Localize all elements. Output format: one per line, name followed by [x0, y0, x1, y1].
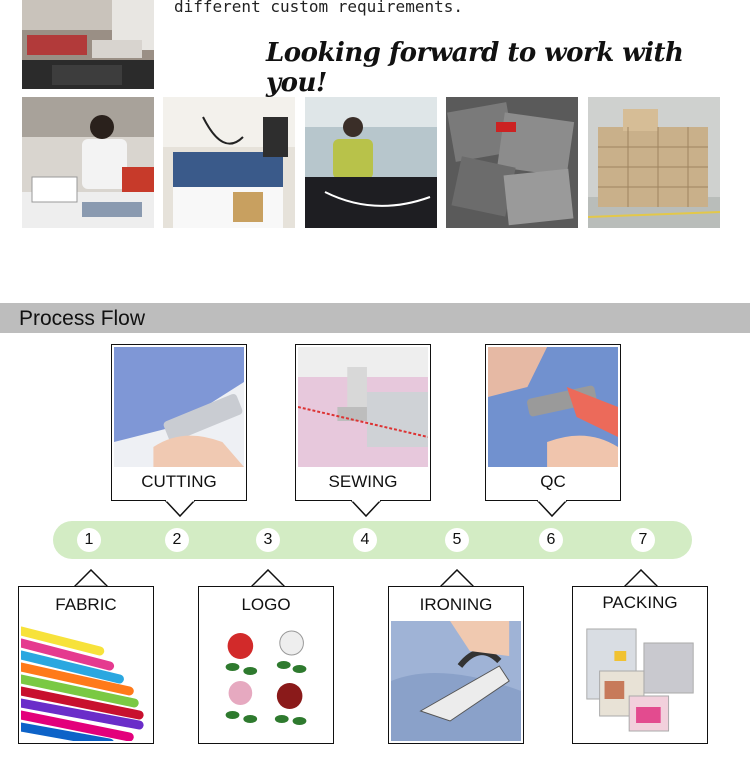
ironing-label: IRONING [419, 595, 493, 614]
section-title: Process Flow [19, 307, 146, 330]
pointer-logo [251, 569, 285, 587]
pointer-fabric [74, 569, 108, 587]
step-number-5: 5 [445, 528, 469, 552]
step-card-ironing: IRONING [388, 586, 524, 744]
qc-photo [488, 347, 618, 467]
logo-label: LOGO [241, 595, 291, 614]
pointer-packing [624, 569, 658, 587]
step-number-1: 1 [77, 528, 101, 552]
sewing-photo [298, 347, 428, 467]
step-card-sewing: SEWING [295, 344, 431, 501]
process-flow-bar: Process Flow [0, 303, 750, 333]
qc-label: QC [540, 472, 566, 491]
pointer-ironing [440, 569, 474, 587]
packing-photo [575, 621, 705, 741]
factory-photo-sewing-worker [22, 97, 154, 228]
step-card-logo: LOGO [198, 586, 334, 744]
step-number-3: 3 [256, 528, 280, 552]
step-card-fabric: FABRIC [18, 586, 154, 744]
factory-photo-top [22, 0, 154, 89]
ironing-photo [391, 621, 521, 741]
step-number-4: 4 [353, 528, 377, 552]
pointer-qc [536, 500, 568, 518]
process-timeline: 1 2 3 4 5 6 7 [53, 521, 692, 559]
pointer-sewing [350, 500, 382, 518]
factory-photo-stacked-garments [446, 97, 578, 228]
factory-photo-ironing-station [163, 97, 295, 228]
factory-photo-cartons [588, 97, 720, 228]
fabric-label: FABRIC [55, 595, 117, 614]
sewing-label: SEWING [328, 472, 398, 491]
step-card-qc: QC [485, 344, 621, 501]
step-card-cutting: CUTTING [111, 344, 247, 501]
step-number-2: 2 [165, 528, 189, 552]
tagline: Looking forward to work with you! [266, 38, 684, 98]
cutting-photo [114, 347, 244, 467]
step-number-6: 6 [539, 528, 563, 552]
step-card-packing: PACKING [572, 586, 708, 744]
fabric-photo [21, 621, 151, 741]
step-number-7: 7 [631, 528, 655, 552]
custom-requirements-text: different custom requirements. [174, 0, 463, 16]
cutting-label: CUTTING [141, 472, 217, 491]
factory-photo-sewing-floor [305, 97, 437, 228]
logo-photo [201, 621, 331, 741]
pointer-cutting [164, 500, 196, 518]
packing-label: PACKING [602, 593, 678, 612]
